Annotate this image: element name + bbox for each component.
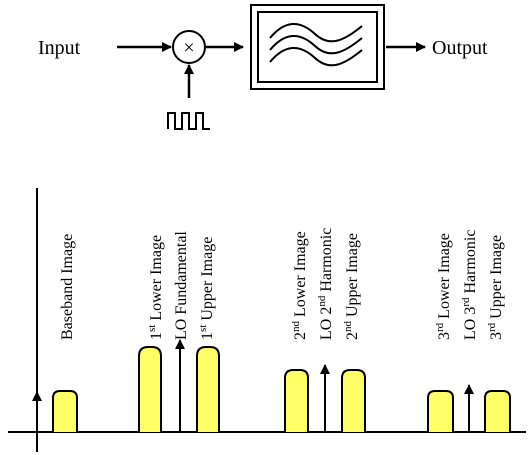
third-upper-image-band — [484, 390, 511, 432]
bandpass-filter-block — [250, 4, 385, 90]
second-upper-image-band — [341, 369, 366, 432]
label-second-lower-image: 2nd Lower Image — [290, 231, 309, 340]
third-lower-image-band — [427, 390, 454, 432]
output-label: Output — [432, 37, 488, 59]
filter-wave-3 — [269, 47, 363, 67]
label-first-lower-image: 1st Lower Image — [146, 235, 165, 340]
first-lower-image-band — [138, 346, 162, 432]
first-upper-image-band — [196, 346, 220, 432]
label-second-upper-image: 2nd Upper Image — [342, 233, 361, 340]
label-third-lower-image: 3rd Lower Image — [434, 233, 453, 340]
label-third-upper-image: 3rd Upper Image — [486, 235, 505, 340]
block-diagram: Input × Output — [38, 4, 488, 130]
mixer-symbol: × — [183, 37, 194, 59]
label-lo-third-harmonic: LO 3rd Harmonic — [460, 230, 479, 340]
label-lo-second-harmonic: LO 2nd Harmonic — [316, 228, 335, 340]
filter-wave-2 — [269, 35, 363, 55]
label-lo-fundamental: LO Fundamental — [173, 231, 190, 340]
input-label: Input — [38, 37, 81, 59]
baseband-image-band — [52, 390, 78, 432]
label-first-upper-image: 1st Upper Image — [197, 237, 216, 340]
filter-wave-1 — [269, 23, 363, 43]
label-baseband-image: Baseband Image — [59, 234, 76, 340]
spectrum: Baseband Image 1st Lower Image LO Fundam… — [8, 188, 526, 452]
second-lower-image-band — [284, 369, 309, 432]
square-wave-icon — [167, 112, 210, 130]
